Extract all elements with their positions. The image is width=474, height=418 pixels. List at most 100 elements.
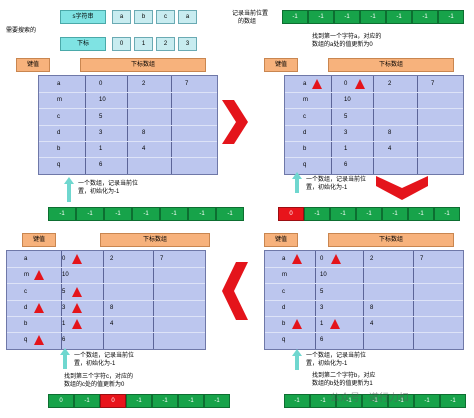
tr-step-caption-2: 数组的a处的值更新为0: [312, 42, 373, 48]
value: 7: [431, 81, 435, 87]
value: 7: [160, 256, 164, 262]
value: 0: [99, 81, 103, 87]
pointer-triangle-icon: [34, 270, 44, 280]
note-line-1: 一个数组，记录当前位: [74, 353, 135, 359]
array-cell: -1: [330, 207, 356, 221]
array-cell: -1: [362, 394, 388, 408]
value: 0: [320, 256, 324, 262]
bl-caption-1: 找到第三个字符c，对应的: [64, 374, 134, 380]
array-cell: -1: [434, 207, 460, 221]
key-c: c: [57, 114, 60, 120]
key-b: b: [282, 321, 286, 327]
key-c: c: [24, 289, 27, 295]
key-q: q: [282, 337, 286, 343]
key-b: b: [303, 146, 307, 152]
value: 2: [110, 256, 114, 262]
left-arrow-icon: [222, 262, 248, 320]
array-cell: 0: [278, 207, 304, 221]
value: 1: [344, 146, 348, 152]
key-header: 键值: [264, 233, 298, 247]
array-cell: -1: [216, 207, 244, 221]
index-cell: 2: [156, 37, 175, 51]
value: 3: [320, 305, 324, 311]
note-line-2: 置，初始化为-1: [78, 189, 120, 195]
key-header: 键值: [22, 233, 56, 247]
char-cell: b: [134, 10, 153, 24]
array-cell: -1: [104, 207, 132, 221]
array-cell: -1: [126, 394, 152, 408]
hash-table-panel: [38, 75, 218, 175]
value: 10: [344, 97, 351, 103]
key-b: b: [24, 321, 28, 327]
index-label: 下标: [60, 37, 106, 51]
up-arrow-icon: [64, 177, 74, 202]
array-cell: -1: [336, 394, 362, 408]
array-cell: -1: [152, 394, 178, 408]
note-line-1: 一个数组，记录当前位: [78, 181, 139, 187]
value: 5: [344, 114, 348, 120]
tr-caption-1: 记录当前位置: [232, 11, 269, 17]
s-string-label: s字符串: [60, 10, 106, 24]
array-cell: -1: [440, 394, 466, 408]
value: 3: [62, 305, 66, 311]
value: 7: [420, 256, 424, 262]
tr-caption-2: 的数组: [238, 19, 257, 25]
br-caption-1: 找到第二个字符b，对应: [312, 373, 376, 379]
value: 3: [344, 130, 348, 136]
note-line-2: 置，初始化为-1: [306, 361, 348, 367]
key-m: m: [24, 272, 29, 278]
value: 8: [370, 305, 374, 311]
array-cell: -1: [388, 394, 414, 408]
note-line-1: 一个数组，记录当前位: [306, 353, 367, 359]
array-cell: -1: [284, 394, 310, 408]
char-cell: a: [112, 10, 131, 24]
index-cell: 1: [134, 37, 153, 51]
key-m: m: [282, 272, 287, 278]
array-cell: -1: [382, 207, 408, 221]
value: 0: [62, 256, 66, 262]
value: 2: [388, 81, 392, 87]
value: 4: [142, 146, 146, 152]
key-d: d: [303, 130, 307, 136]
pointer-triangle-icon: [355, 79, 365, 89]
note-line-1: 一个数组，记录当前位: [306, 177, 367, 183]
pointer-triangle-icon: [330, 319, 340, 329]
value: 4: [110, 321, 114, 327]
pointer-triangle-icon: [331, 254, 341, 264]
value: 8: [388, 130, 392, 136]
key-c: c: [282, 289, 285, 295]
array-header: 下标数组: [80, 58, 206, 72]
pointer-triangle-icon: [72, 319, 82, 329]
value: 7: [185, 81, 189, 87]
value: 5: [99, 114, 103, 120]
value: 3: [99, 130, 103, 136]
array-cell: -1: [132, 207, 160, 221]
right-arrow-icon: [222, 100, 248, 144]
pointer-triangle-icon: [34, 303, 44, 313]
key-q: q: [303, 162, 307, 168]
up-arrow-icon: [292, 349, 302, 370]
array-cell: -1: [308, 10, 334, 24]
key-q: q: [24, 337, 28, 343]
array-header: 下标数组: [328, 233, 454, 247]
value: 5: [320, 289, 324, 295]
hash-table-panel: [284, 75, 464, 175]
value: 1: [99, 146, 103, 152]
array-cell: 0: [100, 394, 126, 408]
char-cell: c: [156, 10, 175, 24]
key-q: q: [57, 162, 61, 168]
note-line-2: 置，初始化为-1: [306, 185, 348, 191]
value: 6: [344, 162, 348, 168]
key-a: a: [282, 256, 286, 262]
array-cell: -1: [204, 394, 230, 408]
pointer-triangle-icon: [312, 79, 322, 89]
array-cell: -1: [356, 207, 382, 221]
pointer-triangle-icon: [72, 287, 82, 297]
value: 8: [142, 130, 146, 136]
array-header: 下标数组: [328, 58, 454, 72]
hash-table-panel: [6, 250, 206, 350]
up-arrow-icon: [60, 348, 70, 369]
pointer-triangle-icon: [72, 254, 82, 264]
pointer-triangle-icon: [292, 254, 302, 264]
value: 2: [370, 256, 374, 262]
